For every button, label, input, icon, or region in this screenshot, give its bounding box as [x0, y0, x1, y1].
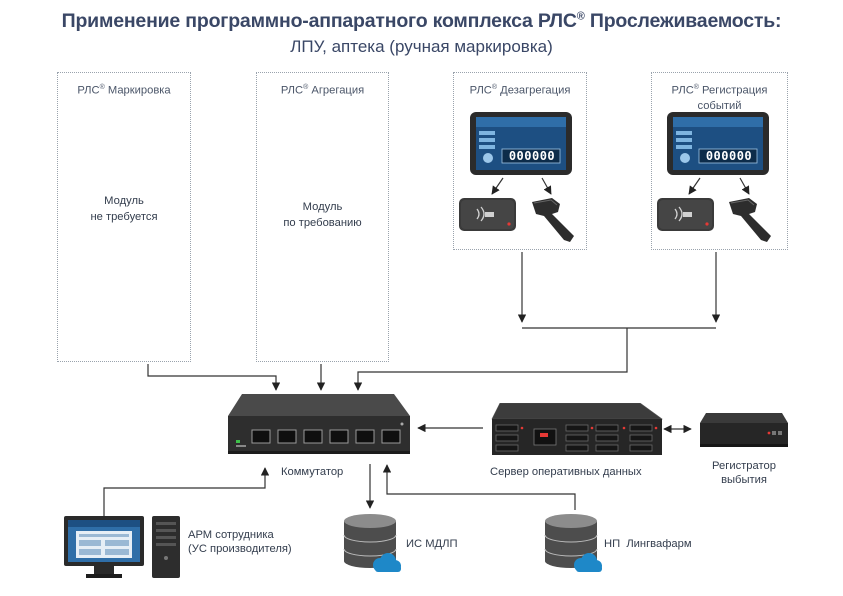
- module-disaggregation: РЛС® Дезагрегация: [453, 72, 587, 250]
- module-marking-title: РЛС® Маркировка: [77, 84, 171, 97]
- rfid-reader-icon: [657, 198, 714, 231]
- tablet-icon: [470, 112, 572, 175]
- bus-to-switch: [353, 328, 628, 391]
- rfid-reader-icon: [459, 198, 516, 231]
- database-mdlp: [342, 513, 402, 580]
- module-disaggregation-title: РЛС® Дезагрегация: [469, 84, 571, 97]
- barcode-scanner-2: [727, 196, 779, 249]
- server-icon: [491, 402, 663, 455]
- switch-label: Коммутатор: [281, 466, 344, 478]
- arrow-tablet2-reader: [688, 177, 701, 195]
- arrow-tablet2-scanner: [739, 177, 750, 195]
- mdlp-label: ИС МДЛП: [406, 538, 458, 550]
- marking-to-switch: [147, 364, 281, 391]
- title-tail: Прослеживаемость:: [584, 10, 782, 32]
- arm-workstation: [64, 514, 184, 585]
- barcode-scanner-icon: [729, 198, 771, 242]
- diagram-subtitle: ЛПУ, аптека (ручная маркировка): [290, 37, 553, 56]
- tablet-counter: 000000: [705, 149, 753, 163]
- tablet-terminal-2: 000000: [667, 112, 769, 181]
- registrar-icon: [700, 413, 788, 447]
- arrow-tablet1-reader: [491, 177, 504, 195]
- tablet-counter: 000000: [508, 149, 556, 163]
- data-server: [490, 402, 666, 464]
- registrar-device: [698, 413, 790, 454]
- title-main: Применение программно-аппаратного компле…: [61, 10, 577, 32]
- barcode-scanner-1: [530, 196, 582, 249]
- network-switch-icon: [228, 394, 410, 454]
- tablet-terminal-1: 000000: [470, 112, 572, 181]
- rfid-reader-1: [459, 198, 517, 237]
- database-cloud-icon: [343, 514, 401, 572]
- database-cloud-icon: [544, 514, 602, 572]
- title-registered-mark: ®: [576, 10, 585, 23]
- workstation-icon: [64, 516, 180, 578]
- tablet-icon: [667, 112, 769, 175]
- arrow-tablet1-scanner: [541, 177, 552, 195]
- diagram-title: Применение программно-аппаратного компле…: [0, 10, 843, 33]
- module-aggregation-title: РЛС® Агрегация: [280, 84, 365, 97]
- arm-label: АРМ сотрудника(УС производителя): [188, 529, 292, 555]
- arm-to-switch: [103, 467, 270, 520]
- database-lingvafarm: [543, 513, 603, 580]
- barcode-scanner-icon: [532, 198, 574, 242]
- network-switch: [226, 394, 412, 465]
- lingvafarm-to-switch: [382, 464, 576, 510]
- rfid-reader-2: [657, 198, 715, 237]
- server-label: Сервер оперативных данных: [490, 466, 642, 478]
- lingvafarm-label: НП Лингвафарм: [604, 538, 692, 550]
